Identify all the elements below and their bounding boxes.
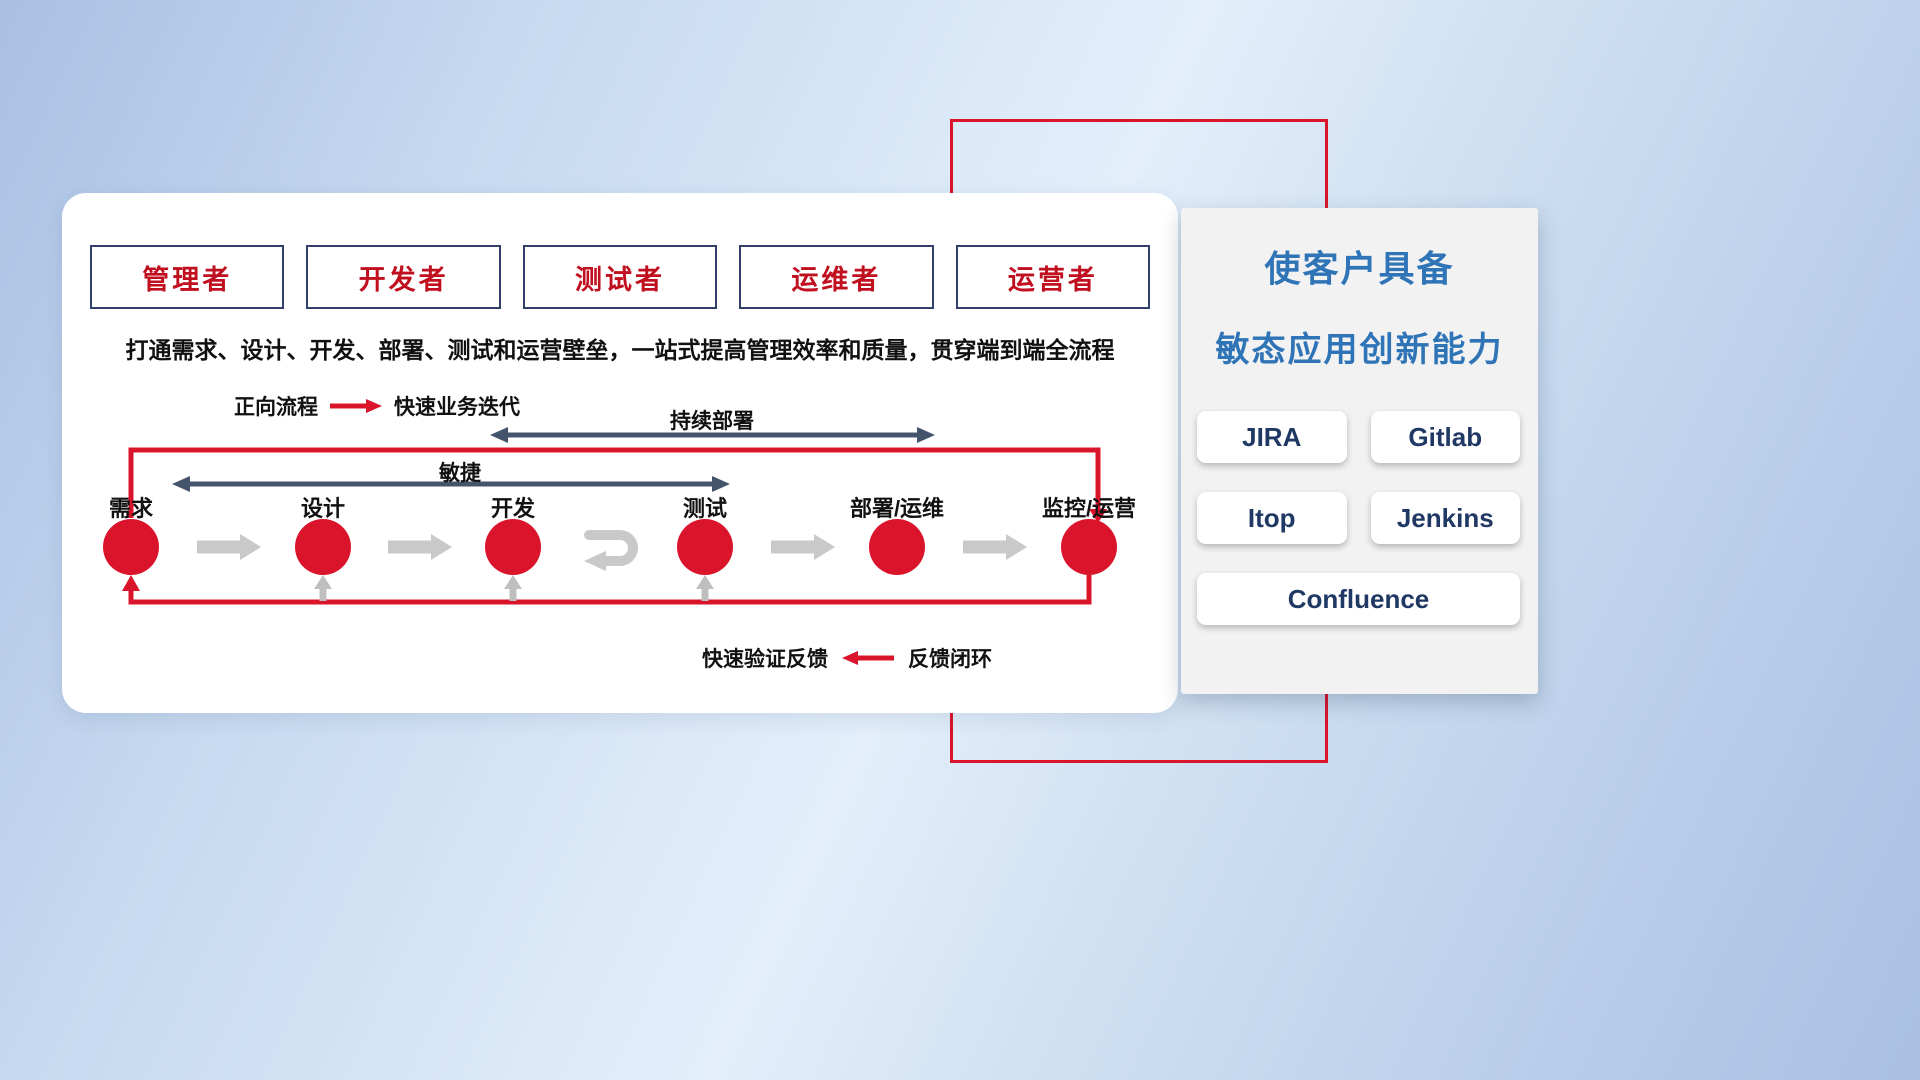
role-box-tester: 测试者 [522,245,718,309]
forward-loop-arrowhead-icon [1089,509,1107,523]
role-label: 测试者 [575,264,666,295]
flow-graphics [103,427,1117,605]
role-label: 管理者 [142,264,233,295]
double-arrow-left-icon [172,476,190,492]
stage-node-design [295,519,351,575]
tool-chip-jenkins: Jenkins [1370,492,1520,544]
feedback-loop-arrowhead-icon [122,575,140,591]
continuous-deploy-label: 持续部署 [670,410,754,433]
flow-arrowhead-icon [240,534,261,560]
tool-chip-confluence: Confluence [1197,573,1520,625]
role-box-ops: 运维者 [739,245,934,309]
stage-node-monitor-operations [1061,519,1117,575]
stage-label-deploy-ops: 部署/运维 [849,496,945,521]
legend-feedback: 快速验证反馈 反馈闭环 [702,643,992,673]
stage-label-design: 设计 [300,496,345,521]
workflow-subtitle: 打通需求、设计、开发、部署、测试和运营壁垒，一站式提高管理效率和质量，贯穿端到端… [125,337,1115,363]
flow-diagram: 持续部署 敏捷 需求 设计 开发 测试 部署/运维 监控/运营 快速验证反馈 反… [62,405,1178,695]
loop-arrow-icon [584,530,638,566]
stage-node-deploy-ops [869,519,925,575]
role-box-operator: 运营者 [955,245,1151,309]
stage-node-development [485,519,541,575]
tools-grid: JIRA Gitlab Itop Jenkins Confluence [1197,411,1520,625]
roles-row: 管理者 开发者 测试者 运维者 运营者 [90,245,1151,309]
role-label: 运营者 [1007,264,1098,295]
stage-label-monitor-operations: 监控/运营 [1041,496,1137,521]
double-arrow-left-icon [490,427,508,443]
flow-arrowhead-icon [1006,534,1027,560]
workflow-panel: 管理者 开发者 测试者 运维者 运营者 打通需求、设计、开发、部署、测试和运营壁… [62,193,1178,713]
role-box-manager: 管理者 [90,245,285,309]
legend-feedback-desc: 快速验证反馈 [702,648,828,671]
feedback-stem-arrowhead-icon [696,575,714,589]
flow-arrowhead-icon [431,534,452,560]
feedback-arrow-icon [842,651,894,665]
legend-forward-label: 正向流程 [234,396,318,419]
capability-title-line2: 敏态应用创新能力 [1215,331,1504,369]
loop-arrowhead-icon [584,551,606,571]
forward-loop-path [128,447,1101,518]
legend-feedback-label: 反馈闭环 [908,648,992,671]
forward-arrow-icon [330,399,382,413]
tool-chip-itop: Itop [1197,492,1347,544]
role-label: 运维者 [791,264,882,295]
stage-label-testing: 测试 [682,496,727,521]
legend-forward: 正向流程 快速业务迭代 [234,391,520,421]
stage-label-requirements: 需求 [108,496,153,521]
role-label: 开发者 [358,264,449,295]
feedback-stem-arrowhead-icon [314,575,332,589]
capability-panel: 使客户具备 敏态应用创新能力 JIRA Gitlab Itop Jenkins … [1181,208,1538,694]
flow-arrowhead-icon [814,534,835,560]
tool-chip-gitlab: Gitlab [1370,411,1520,463]
agile-label: 敏捷 [439,462,481,485]
feedback-loop-path [128,575,1092,605]
feedback-stem-arrowhead-icon [504,575,522,589]
stage-node-testing [677,519,733,575]
double-arrow-right-icon [917,427,935,443]
role-box-developer: 开发者 [306,245,501,309]
tool-chip-jira: JIRA [1197,411,1347,463]
capability-title-line1: 使客户具备 [1264,248,1455,289]
stage-label-development: 开发 [490,496,535,521]
legend-forward-desc: 快速业务迭代 [394,396,520,419]
double-arrow-right-icon [712,476,730,492]
stage-node-requirements [103,519,159,575]
